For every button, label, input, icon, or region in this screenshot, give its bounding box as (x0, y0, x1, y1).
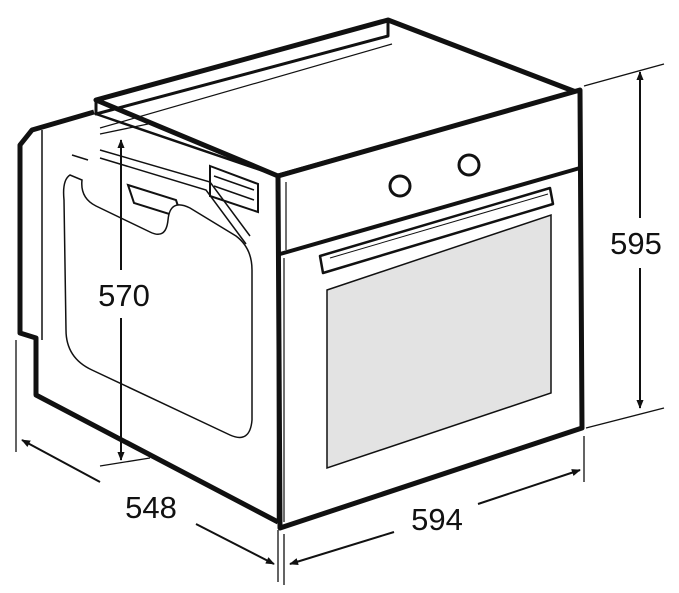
depth-dimension-line-right (195, 523, 275, 565)
niche-floor-line (19, 332, 35, 339)
extension-line-bottom-right (585, 407, 665, 429)
control-panel-divider (279, 166, 581, 256)
side-cavity-outline (62, 174, 253, 439)
dimension-depth-548: 548 (15, 340, 279, 582)
dimension-cavity-height-570: 570 (98, 123, 151, 467)
oven-top-inner-line (99, 43, 393, 129)
width-label: 594 (411, 502, 463, 537)
door-window (326, 213, 552, 470)
cavity-extension-bottom (99, 457, 151, 467)
height-label: 595 (610, 226, 662, 261)
cavity-extension-top (99, 123, 149, 135)
cavity-height-label: 570 (98, 278, 150, 313)
depth-dimension-line-left (21, 439, 101, 483)
oven-body (35, 17, 585, 531)
depth-label: 548 (125, 490, 177, 525)
extension-line-top-right (583, 63, 665, 87)
oven-top-thickness (94, 20, 390, 116)
dimension-width-594: 594 (283, 436, 585, 585)
width-dimension-line-right (477, 469, 581, 505)
control-knob-left (388, 174, 412, 198)
width-dimension-line-left (289, 531, 395, 566)
dimension-height-595: 595 (583, 63, 665, 429)
control-knob-right (457, 153, 481, 177)
door-handle-inner (329, 193, 549, 259)
